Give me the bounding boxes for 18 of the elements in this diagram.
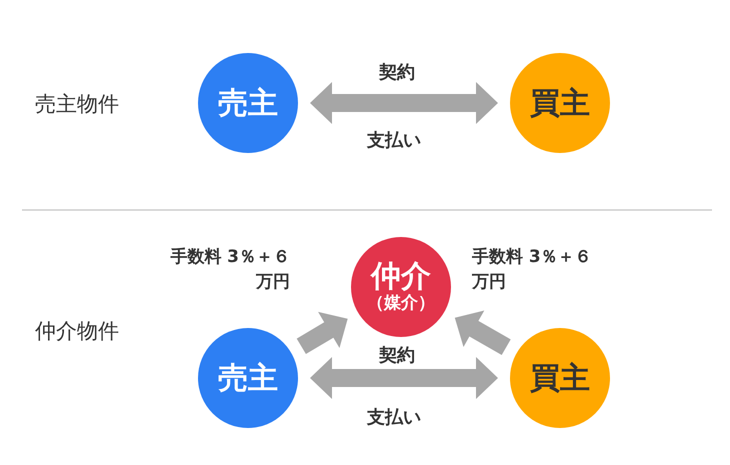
section-label: 仲介物件: [35, 318, 119, 345]
caption-label: 支払い: [367, 406, 421, 429]
node-sublabel: （媒介）: [367, 293, 435, 314]
edge-label: 契約: [378, 61, 416, 84]
edge-label: 手数料 3％＋６万円: [472, 246, 592, 294]
section-label: 売主物件: [35, 91, 119, 118]
double-arrow: [310, 357, 498, 399]
node-label: 売主: [218, 86, 278, 120]
arrow: [296, 312, 348, 354]
node-label: 売主: [218, 362, 278, 394]
edge-label: 手数料 3％＋６万円: [170, 246, 290, 294]
double-arrow: [310, 82, 498, 124]
node-label: 買主: [530, 86, 590, 120]
node-label: 仲介: [371, 260, 431, 294]
node-label: 買主: [530, 362, 590, 394]
caption-label: 支払い: [367, 129, 421, 152]
edge-label: 契約: [378, 344, 416, 367]
arrow: [454, 310, 511, 355]
